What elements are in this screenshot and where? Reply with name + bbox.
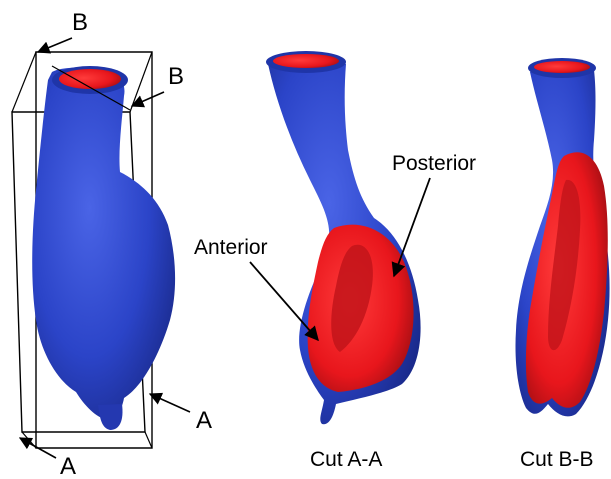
cut-aa-view: Anterior Posterior Cut A-A bbox=[194, 51, 476, 471]
label-anterior: Anterior bbox=[194, 236, 268, 259]
arrow-a-bottom-right bbox=[150, 394, 190, 412]
label-b-top-left: B bbox=[72, 9, 88, 36]
caption-cut-aa: Cut A-A bbox=[310, 448, 382, 471]
cut-bb-view: Cut B-B bbox=[515, 58, 609, 471]
label-posterior: Posterior bbox=[392, 152, 476, 175]
vessel-body bbox=[32, 68, 175, 421]
caption-cut-bb: Cut B-B bbox=[520, 448, 594, 471]
arrow-b-top-left bbox=[38, 38, 72, 52]
arrow-posterior bbox=[394, 178, 430, 276]
label-b-top-right: B bbox=[168, 63, 184, 90]
full-vessel-view: B B A A bbox=[12, 9, 212, 479]
label-a-bottom-left: A bbox=[60, 453, 76, 479]
label-a-bottom-right: A bbox=[196, 407, 212, 434]
